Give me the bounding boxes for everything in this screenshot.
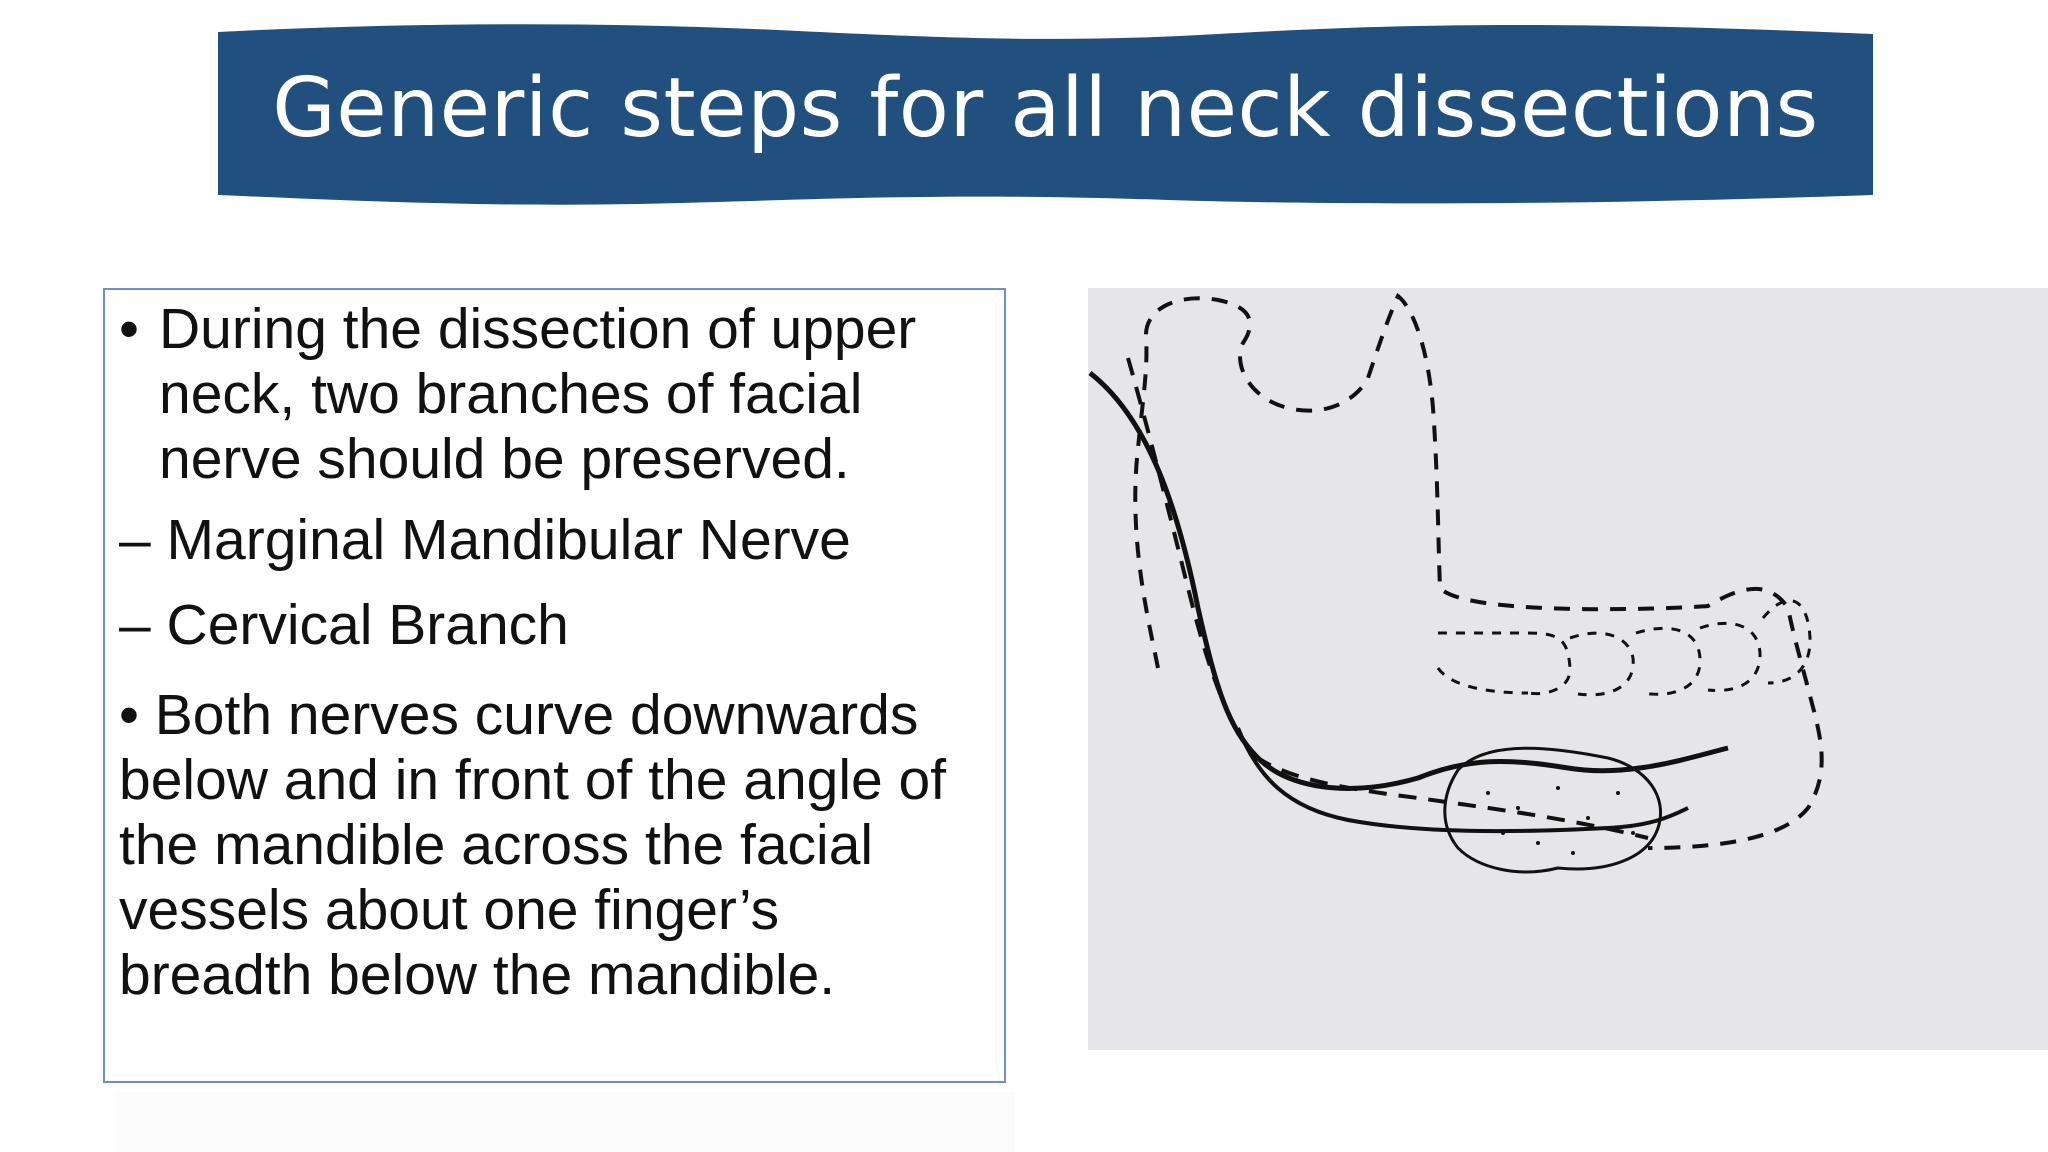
mandible-diagram — [1088, 292, 1824, 874]
slide-title: Generic steps for all neck dissections — [272, 60, 1819, 156]
bullet-2-line-4: vessels about one finger’s — [119, 878, 780, 942]
bullet-2-line-1: • Both nerves curve downwards — [119, 683, 919, 747]
bottom-shadow — [115, 1092, 1015, 1152]
cervical-branch-nerve — [1236, 727, 1689, 834]
mandible-outline-dashed — [1133, 292, 1824, 850]
text-content-box: • During the dissection of upper neck, t… — [103, 288, 1006, 1083]
bullet-2-line-5: breadth below the mandible. — [119, 943, 836, 1007]
bullet-1-line-2: neck, two branches of facial — [159, 362, 863, 426]
sub-item-marginal-mandibular: – Marginal Mandibular Nerve — [119, 508, 851, 572]
sub-item-cervical-branch: – Cervical Branch — [119, 593, 569, 657]
bullet-item-2: • Both nerves curve downwards below and … — [119, 683, 999, 1008]
marginal-mandibular-nerve — [1088, 371, 1729, 791]
title-banner: Generic steps for all neck dissections — [218, 20, 1873, 208]
mandible-nerve-illustration — [1088, 288, 2048, 1050]
teeth-outline-dashed — [1436, 599, 1812, 697]
banner-background — [218, 24, 1873, 205]
bullet-2-line-3: the mandible across the facial — [119, 813, 874, 877]
bullet-mark: • — [119, 297, 139, 361]
gland-stipple — [1486, 786, 1635, 855]
bullet-1-line-1: During the dissection of upper — [159, 297, 917, 361]
bullet-item-1: • During the dissection of upper neck, t… — [119, 297, 989, 492]
bullet-2-line-2: below and in front of the angle of — [119, 748, 947, 812]
bullet-1-line-3: nerve should be preserved. — [159, 427, 850, 491]
submandibular-gland-outline — [1443, 746, 1663, 874]
